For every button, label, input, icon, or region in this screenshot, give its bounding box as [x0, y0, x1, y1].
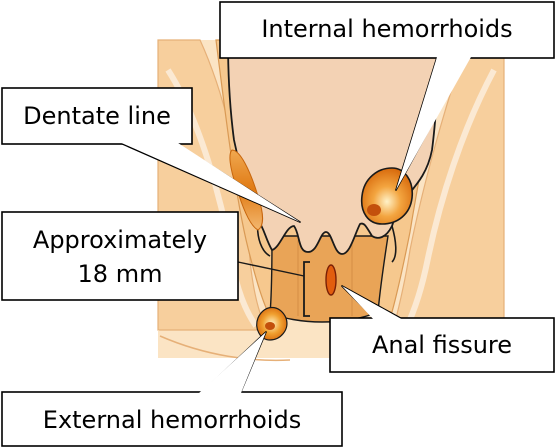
measurement-bracket [237, 261, 310, 317]
anal-fissure-label: Anal fissure [372, 331, 512, 359]
label-dentate-line: Dentate line [1, 87, 301, 223]
label-internal-hemorrhoids: Internal hemorrhoids [219, 1, 555, 191]
label-approximately: Approximately 18 mm [1, 211, 239, 301]
approximately-label-line2: 18 mm [78, 260, 163, 288]
label-anal-fissure: Anal fissure [329, 285, 555, 373]
label-external-hemorrhoids: External hemorrhoids [1, 331, 343, 447]
external-hemorrhoids-label: External hemorrhoids [43, 406, 301, 434]
dentate-line-label: Dentate line [23, 102, 171, 130]
internal-hemorrhoids-label: Internal hemorrhoids [261, 15, 512, 43]
external-hemorrhoid-lesion [256, 306, 288, 341]
approximately-label-line1: Approximately [33, 226, 207, 254]
anal-fissure-lesion [325, 264, 337, 296]
